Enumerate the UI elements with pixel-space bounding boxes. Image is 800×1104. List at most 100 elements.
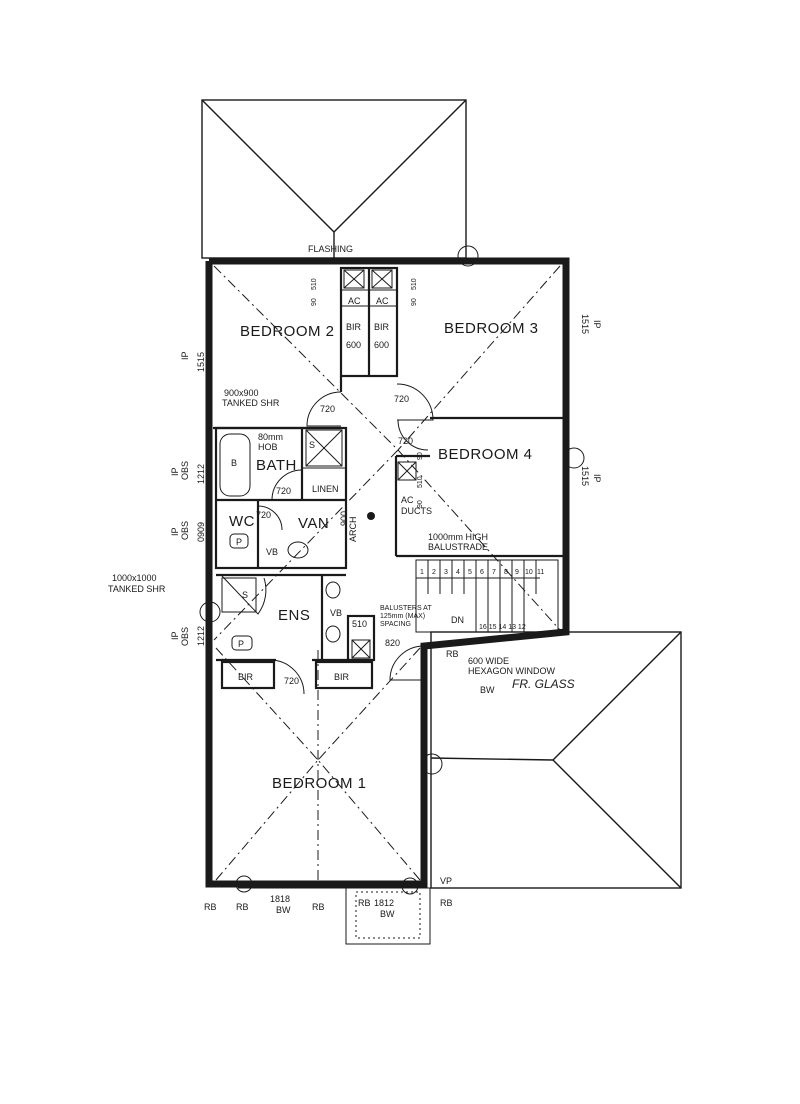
shower-mark-ens: S (242, 590, 248, 600)
window-rb-4: RB (358, 898, 371, 908)
window-bedroom-1-size: 1818 (270, 894, 290, 904)
window-note-width: 600 WIDE (468, 656, 509, 666)
ac-ducts-label: AC (401, 495, 414, 505)
stair-step-6: 6 (480, 569, 484, 576)
shower-900-size: 900x900 (224, 388, 259, 398)
room-ens: ENS (278, 607, 310, 624)
interior-walls (213, 266, 563, 690)
dim-door-wc: 720 (256, 510, 271, 520)
toilet-mark-ens: P (238, 639, 244, 649)
dim-510-ducts: 510 (417, 476, 424, 488)
stair-step-11: 11 (537, 569, 544, 576)
stair-step-10: 10 (525, 569, 533, 576)
shower-mark-bath: S (309, 440, 315, 450)
balustrade-height: 1000mm HIGH (428, 532, 488, 542)
window-rb-1: RB (204, 902, 217, 912)
dim-90-right: 90 (411, 298, 418, 306)
labels: FLASHING BEDROOM 2 BEDROOM 3 BEDROOM 4 B… (108, 244, 602, 919)
window-bedroom-3-size: 1515 (580, 314, 590, 334)
window-ens-code-obs: OBS (180, 627, 190, 646)
front-porch (345, 887, 431, 945)
window-bath-code-obs: OBS (180, 461, 190, 480)
stair-step-3: 3 (444, 569, 448, 576)
window-wc-size: 0909 (196, 522, 206, 542)
stair-down-label: DN (451, 615, 464, 625)
room-bedroom-3: BEDROOM 3 (444, 320, 539, 337)
window-bath-size: 1212 (196, 464, 206, 484)
dim-door-bedroom-4: 720 (398, 436, 413, 446)
stair-treads (416, 560, 540, 632)
window-rb-2: RB (236, 902, 249, 912)
window-rb-3: RB (312, 902, 325, 912)
window-wc-code-obs: OBS (180, 521, 190, 540)
balusters-note-3: SPACING (380, 621, 411, 628)
stair-step-1: 1 (420, 569, 424, 576)
dim-510-right: 510 (411, 278, 418, 290)
room-wc: WC (229, 513, 255, 530)
window-rb-landing: RB (446, 649, 459, 659)
dim-door-bedroom-2: 720 (320, 404, 335, 414)
shower-1000-type: TANKED SHR (108, 584, 166, 594)
dim-510-left: 510 (311, 278, 318, 290)
ac-label-left: AC (348, 296, 361, 306)
window-porch-bw: BW (380, 909, 395, 919)
roof-top (201, 99, 467, 259)
bir-width-left: 600 (346, 340, 361, 350)
balusters-note-1: BALUSTERS AT (380, 605, 432, 612)
window-bedroom-4-size: 1515 (580, 466, 590, 486)
room-bedroom-1: BEDROOM 1 (272, 775, 367, 792)
bir-label-ens: BIR (238, 672, 254, 682)
bath-mark: B (231, 458, 237, 468)
shower-900-type: TANKED SHR (222, 398, 280, 408)
window-ens-code-ip: IP (170, 631, 180, 640)
bir-label-bedroom-1: BIR (334, 672, 350, 682)
dim-door-landing: 820 (385, 638, 400, 648)
window-porch-size: 1812 (374, 898, 394, 908)
stair-step-5: 5 (468, 569, 472, 576)
window-wc-code-ip: IP (170, 527, 180, 536)
balusters-note-2: 125mm (MAX) (380, 613, 425, 620)
hob-size: 80mm (258, 432, 283, 442)
handwritten-note: FR. GLASS (512, 677, 575, 691)
linen-label: LINEN (312, 484, 339, 494)
window-bedroom-2-size: 1515 (196, 352, 206, 372)
window-bedroom-1-bw: BW (276, 905, 291, 915)
window-note-bw: BW (480, 685, 495, 695)
dim-510-ens: 510 (352, 619, 367, 629)
dim-door-bedroom-1: 720 (284, 676, 299, 686)
arch-label: ARCH (348, 516, 358, 542)
window-vp: VP (440, 876, 452, 886)
balustrade-label: BALUSTRADE (428, 542, 488, 552)
vb-label-ens: VB (330, 608, 342, 618)
bir-label-right: BIR (374, 322, 390, 332)
window-bath-code-ip: IP (170, 467, 180, 476)
ac-label-right: AC (376, 296, 389, 306)
window-bedroom-4-code: IP (592, 474, 602, 483)
room-van: VAN (298, 515, 329, 532)
shower-1000-size: 1000x1000 (112, 573, 157, 583)
window-ens-size: 1212 (196, 626, 206, 646)
stair-step-9: 9 (515, 569, 519, 576)
vb-label-van: VB (266, 547, 278, 557)
toilet-mark-wc: P (236, 537, 242, 547)
room-bath: BATH (256, 457, 297, 474)
stair-step-8: 8 (504, 569, 508, 576)
fixtures (219, 269, 417, 659)
ceiling-lines (213, 265, 561, 881)
bir-label-left: BIR (346, 322, 362, 332)
door-swings (221, 383, 434, 695)
window-note-type: HEXAGON WINDOW (468, 666, 556, 676)
dim-90-ducts-top: 90 (417, 452, 424, 460)
window-rb-5: RB (440, 898, 453, 908)
window-bedroom-3-code: IP (592, 320, 602, 329)
flashing-label: FLASHING (308, 244, 353, 254)
dim-90-left: 90 (311, 298, 318, 306)
stair-steps-lower: 16 15 14 13 12 (479, 624, 526, 631)
dim-door-bedroom-3: 720 (394, 394, 409, 404)
bir-width-right: 600 (374, 340, 389, 350)
ac-ducts-label-2: DUCTS (401, 506, 432, 516)
arch-width: 900 (339, 511, 349, 526)
hob-label: HOB (258, 442, 278, 452)
room-bedroom-2: BEDROOM 2 (240, 323, 335, 340)
dim-door-bath: 720 (276, 486, 291, 496)
